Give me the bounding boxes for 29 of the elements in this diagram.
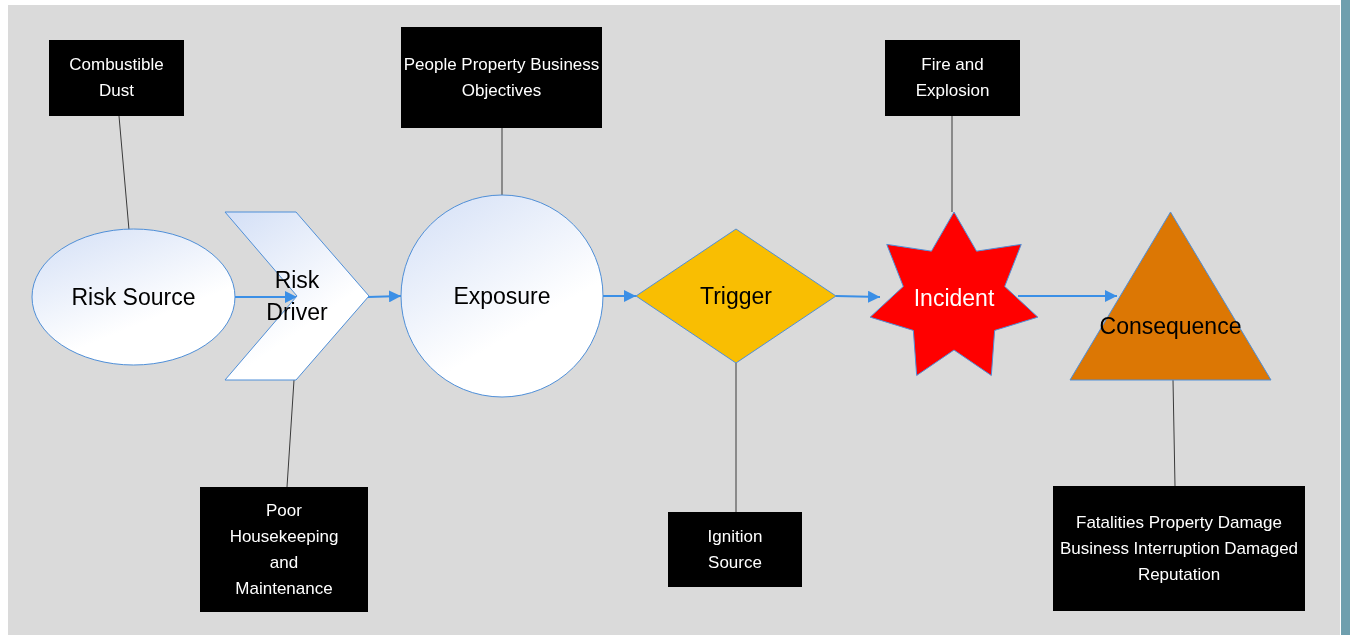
callout-box [668, 512, 802, 587]
node-label: Consequence [1099, 312, 1242, 341]
node-label: Exposure [453, 282, 551, 311]
leader-line [951, 115, 953, 213]
arrow [835, 290, 881, 303]
leader-line [501, 127, 503, 196]
node-label: Poor Housekeeping and Maintenance [228, 499, 340, 600]
callout-box [885, 40, 1020, 116]
leader-line [735, 362, 737, 513]
node-label: Trigger [700, 282, 772, 311]
arrow [602, 290, 637, 302]
callout-box [401, 27, 602, 128]
callout-box [1053, 486, 1305, 611]
leader-line [1172, 379, 1176, 487]
arrow [1017, 290, 1118, 302]
node-label: Fire and Explosion [914, 54, 991, 102]
node-label: Combustible Dust [68, 54, 165, 102]
arrow [367, 290, 402, 303]
callout-box [200, 487, 368, 612]
node-label: Incident [913, 284, 995, 313]
node-label: Fatalities Property Damage Business Interruption Damaged Reputation [1058, 511, 1300, 586]
node-label: Risk Driver [265, 266, 329, 327]
leader-line [286, 379, 295, 488]
leader-line [118, 115, 130, 231]
node-label: Ignition Source [706, 525, 764, 574]
node-label: Risk Source [71, 283, 196, 312]
callout-box [49, 40, 184, 116]
arrow [234, 291, 298, 303]
node-label: People Property Business Objectives [402, 53, 601, 102]
